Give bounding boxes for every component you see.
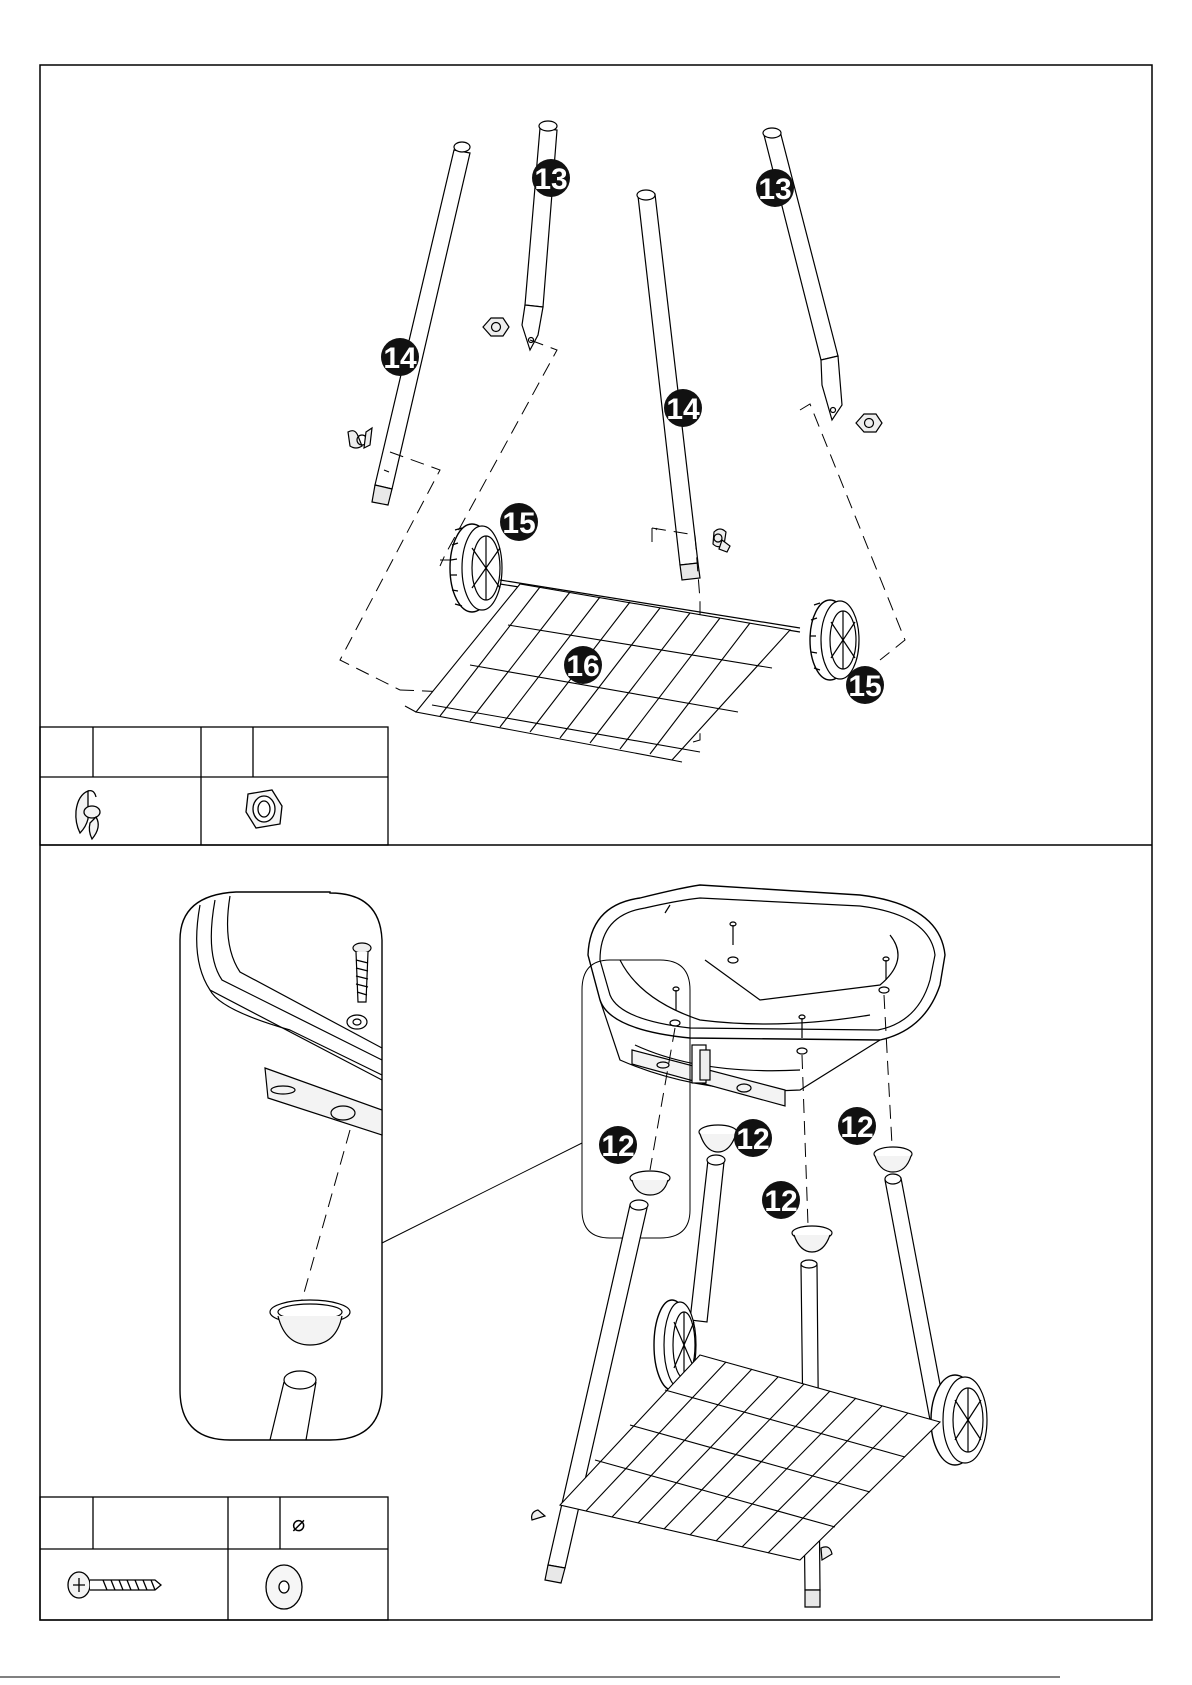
callout-13-right-label: 13 (758, 173, 791, 206)
wheel-right-assembled (931, 1375, 987, 1465)
washer-diameter-symbol: ⌀ (292, 1512, 305, 1537)
leg-front-left (532, 1200, 648, 1583)
hex-nut-loose-1 (483, 318, 509, 336)
callout-14-left: 14 (381, 338, 419, 376)
callout-16: 16 (564, 646, 602, 684)
grill-bowl (588, 885, 945, 1106)
callout-12-d: 12 (838, 1107, 876, 1145)
leg-back-left (690, 1155, 725, 1322)
wing-nut-icon (76, 791, 100, 839)
callout-12-c: 12 (762, 1181, 800, 1219)
callout-14-left-label: 14 (383, 342, 417, 375)
wheel-15-right (810, 600, 859, 680)
step-b-panel (180, 885, 987, 1607)
leg-14-middle (637, 190, 700, 580)
hardware-table-a (40, 727, 388, 845)
leg-back-right (885, 1174, 946, 1420)
callout-12-b-label: 12 (736, 1123, 769, 1156)
callout-16-label: 16 (566, 650, 599, 683)
callout-14-middle-label: 14 (666, 393, 700, 426)
grid-shelf-assembled (560, 1355, 940, 1560)
hex-nut-loose-2 (856, 414, 882, 432)
callout-12-a-label: 12 (601, 1130, 634, 1163)
cup-12-d (874, 1147, 912, 1172)
callout-13-left-label: 13 (534, 163, 567, 196)
screw-icon (68, 1572, 161, 1598)
cup-12-b (699, 1125, 737, 1152)
callout-15-right: 15 (846, 666, 884, 704)
wing-nut-loose-2 (713, 529, 730, 552)
callout-13-left: 13 (532, 159, 570, 197)
callout-12-b: 12 (734, 1119, 772, 1157)
callout-13-right: 13 (756, 169, 794, 207)
washer-icon (266, 1565, 302, 1609)
hardware-table-b: ⌀ (40, 1497, 388, 1620)
hex-nut-icon (246, 790, 282, 828)
wing-nut-loose-1 (348, 428, 372, 448)
callout-12-d-label: 12 (840, 1111, 873, 1144)
callout-15-left-label: 15 (502, 507, 535, 540)
leg-13-left (522, 121, 557, 350)
cup-12-a (630, 1171, 670, 1195)
step-a-panel (340, 121, 905, 762)
detail-inset (180, 892, 382, 1440)
callout-12-a: 12 (599, 1126, 637, 1164)
callout-15-right-label: 15 (848, 670, 881, 703)
cup-12-c (792, 1226, 832, 1252)
wheel-15-left (450, 524, 502, 612)
callout-12-c-label: 12 (764, 1185, 797, 1218)
callout-14-middle: 14 (664, 389, 702, 427)
leg-14-left (372, 142, 470, 505)
callout-15-left: 15 (500, 503, 538, 541)
inset-connector (382, 1143, 582, 1243)
